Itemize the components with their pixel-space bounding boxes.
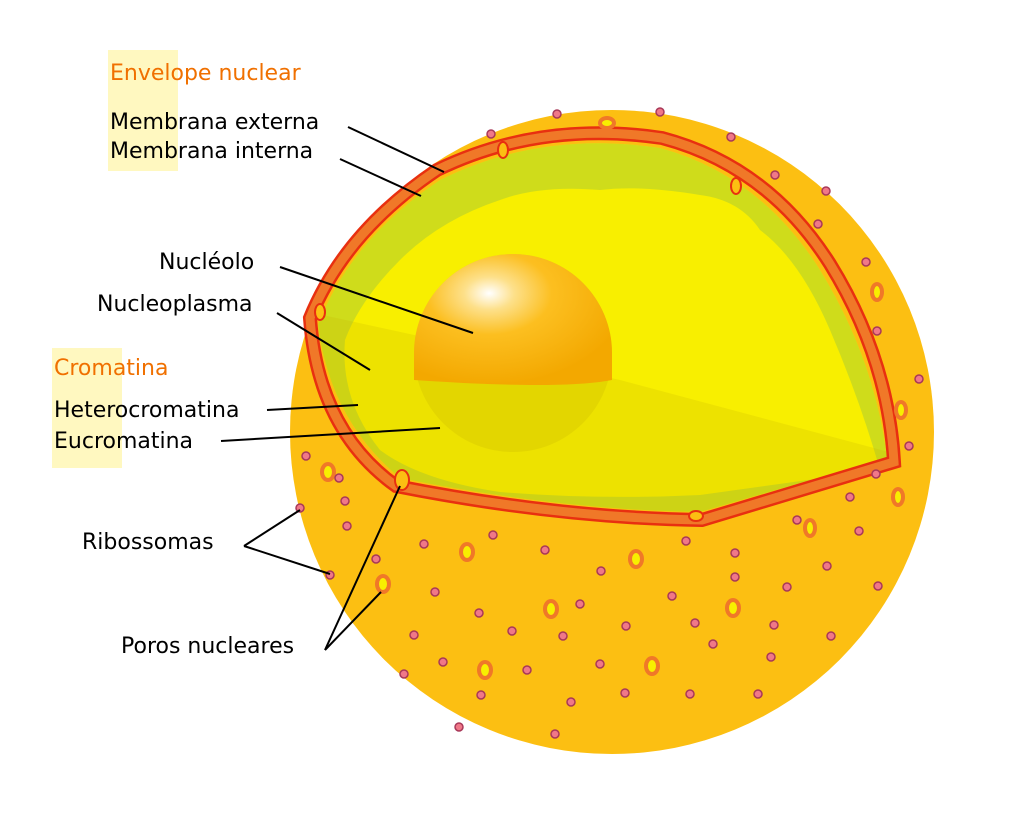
leader-euchromatin <box>220 427 441 442</box>
chromatin-header-highlight <box>52 348 122 468</box>
leader-ribosomes-b <box>243 545 331 575</box>
nuclear-pores-label: Poros nucleares <box>121 634 294 659</box>
envelope-header-highlight <box>108 50 178 171</box>
leader-heterochromatin <box>266 404 359 411</box>
ribosomes <box>295 107 924 739</box>
nuclear-pores-surface <box>320 116 908 680</box>
nucleolus-label: Nucléolo <box>159 250 254 275</box>
leader-outer-membrane <box>347 126 445 173</box>
chromatin-heading: Cromatina <box>54 356 168 381</box>
leader-nucleoplasm <box>276 312 371 371</box>
leader-lines <box>220 126 474 651</box>
nuclear-pores-rim <box>314 141 742 522</box>
leader-nucleolus <box>279 266 474 334</box>
ribosomes-label: Ribossomas <box>82 530 214 555</box>
outer-membrane-label: Membrana externa <box>110 110 319 135</box>
nucleolus <box>414 254 612 385</box>
envelope-heading: Envelope nuclear <box>110 61 302 86</box>
euchromatin-label: Eucromatina <box>54 429 193 454</box>
heterochromatin-label: Heterocromatina <box>54 398 239 423</box>
leader-pores-a <box>324 485 401 651</box>
leader-ribosomes-a <box>243 509 301 547</box>
nucleoplasm-label: Nucleoplasma <box>97 292 253 317</box>
inner-membrane-label: Membrana interna <box>110 139 313 164</box>
leader-pores-b <box>324 591 382 651</box>
leader-inner-membrane <box>339 158 422 197</box>
